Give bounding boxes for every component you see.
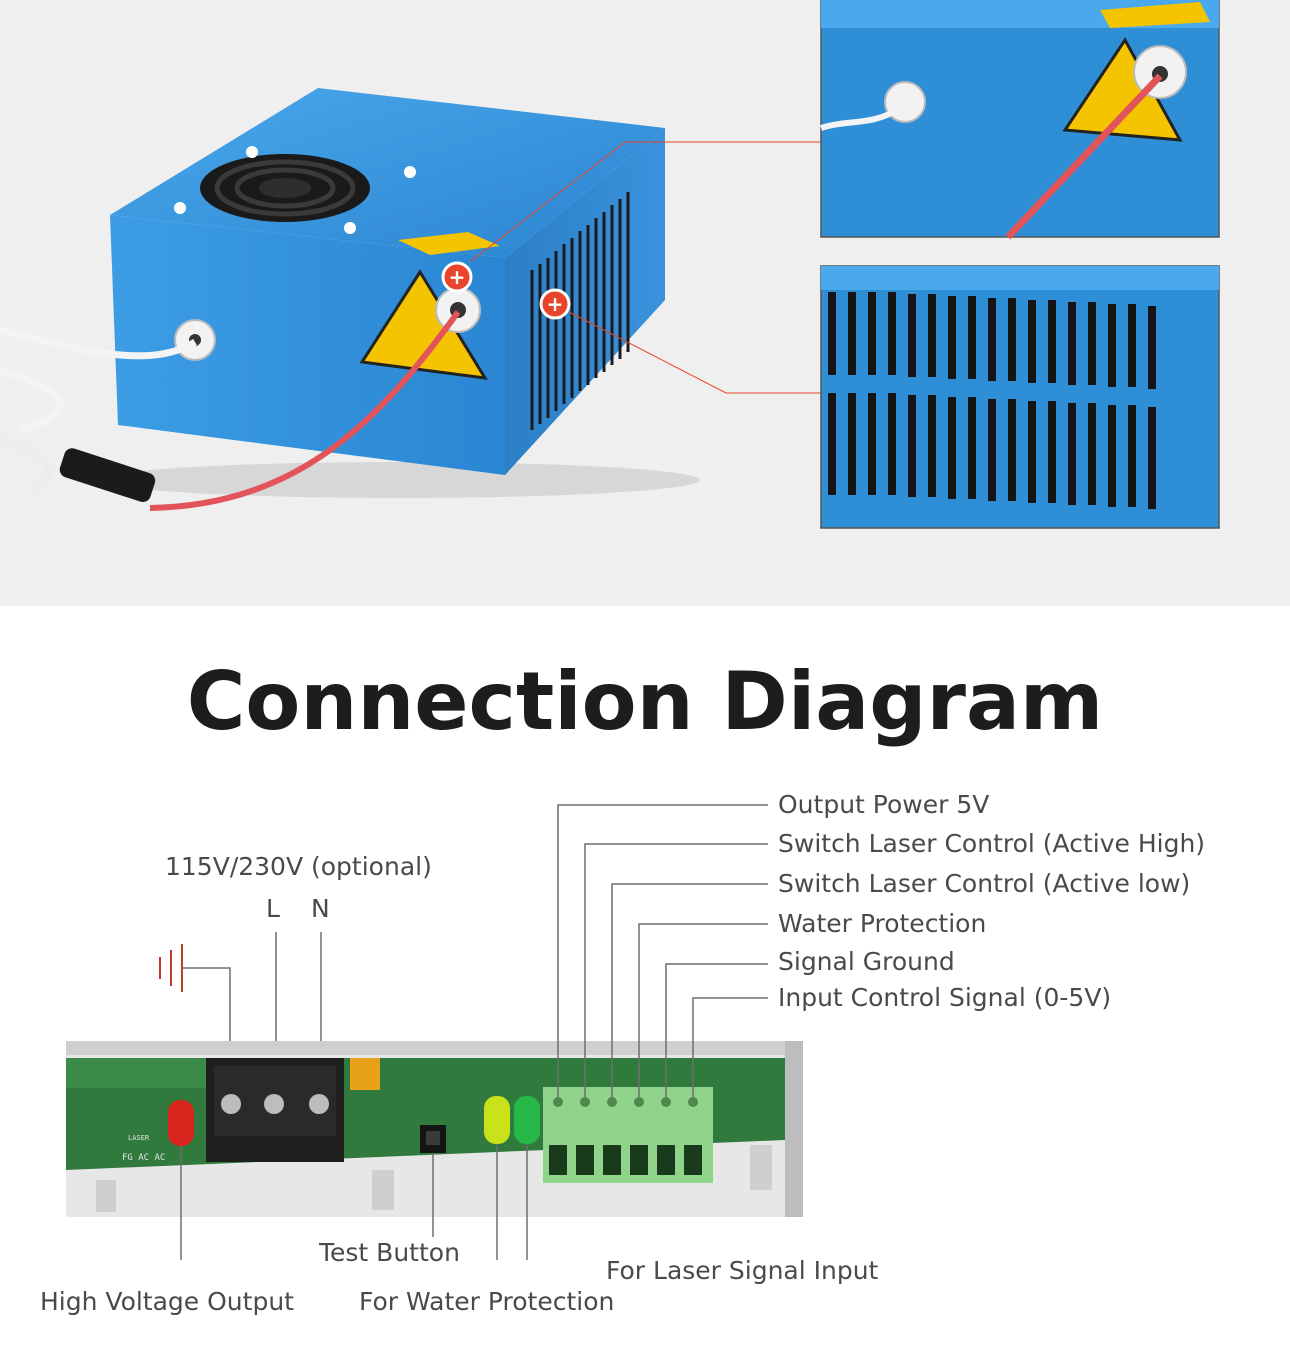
pcb-signal-marking: 5V TH TL WP G IN xyxy=(428,1155,495,1163)
side-vents xyxy=(530,192,630,430)
callout-line xyxy=(568,311,822,394)
hv-connector xyxy=(59,448,156,503)
callout-line xyxy=(469,141,822,263)
section-title: Connection Diagram xyxy=(186,655,1104,748)
test-button-label: Test Button xyxy=(319,1238,460,1267)
bottom-leader-lines xyxy=(180,1144,528,1260)
inset-vents xyxy=(820,265,1220,529)
product-photo-section: + + xyxy=(0,0,1290,606)
signal-label-active-high: Switch Laser Control (Active High) xyxy=(778,829,1206,858)
input-voltage-label: 115V/230V (optional) xyxy=(165,852,432,881)
signal-label-input-control: Input Control Signal (0-5V) xyxy=(778,983,1112,1012)
hv-wire xyxy=(149,310,461,511)
callout-plus-icon xyxy=(539,288,571,320)
svg-text:+: + xyxy=(547,292,564,316)
pcb-diagram: FG AC AC 5V TH TL WP G IN LASER xyxy=(66,804,803,1260)
signal-label-water-protection: Water Protection xyxy=(778,909,987,938)
pcb-led-marking: LASER xyxy=(128,1134,150,1142)
unit-side-face xyxy=(505,128,665,475)
terminal-screw xyxy=(221,1094,241,1114)
high-voltage-output-label: High Voltage Output xyxy=(40,1287,294,1316)
signal-label-active-low: Switch Laser Control (Active low) xyxy=(778,869,1191,898)
terminal-screw xyxy=(264,1094,284,1114)
signal-leader-lines xyxy=(557,804,768,1098)
live-label: L xyxy=(266,894,280,923)
water-protection-led xyxy=(484,1096,510,1144)
laser-signal-input-label: For Laser Signal Input xyxy=(606,1256,879,1285)
standoff xyxy=(372,1170,394,1210)
hv-output-led xyxy=(168,1100,194,1146)
neutral-label: N xyxy=(311,894,330,923)
unit-shadow xyxy=(100,462,700,498)
water-protection-label: For Water Protection xyxy=(359,1287,615,1316)
terminal-screw xyxy=(309,1094,329,1114)
unit-front-face xyxy=(110,215,505,475)
ground-icon xyxy=(159,944,183,992)
svg-text:+: + xyxy=(449,265,466,289)
power-supply-photo: + + xyxy=(0,0,1220,529)
laser-signal-led xyxy=(514,1096,540,1144)
callout-plus-icon xyxy=(441,261,473,293)
inset-vent-slots xyxy=(828,292,1156,509)
signal-label-ground: Signal Ground xyxy=(778,947,955,976)
pcb-ac-marking: FG AC AC xyxy=(122,1153,165,1163)
signal-label-5v: Output Power 5V xyxy=(778,790,990,819)
